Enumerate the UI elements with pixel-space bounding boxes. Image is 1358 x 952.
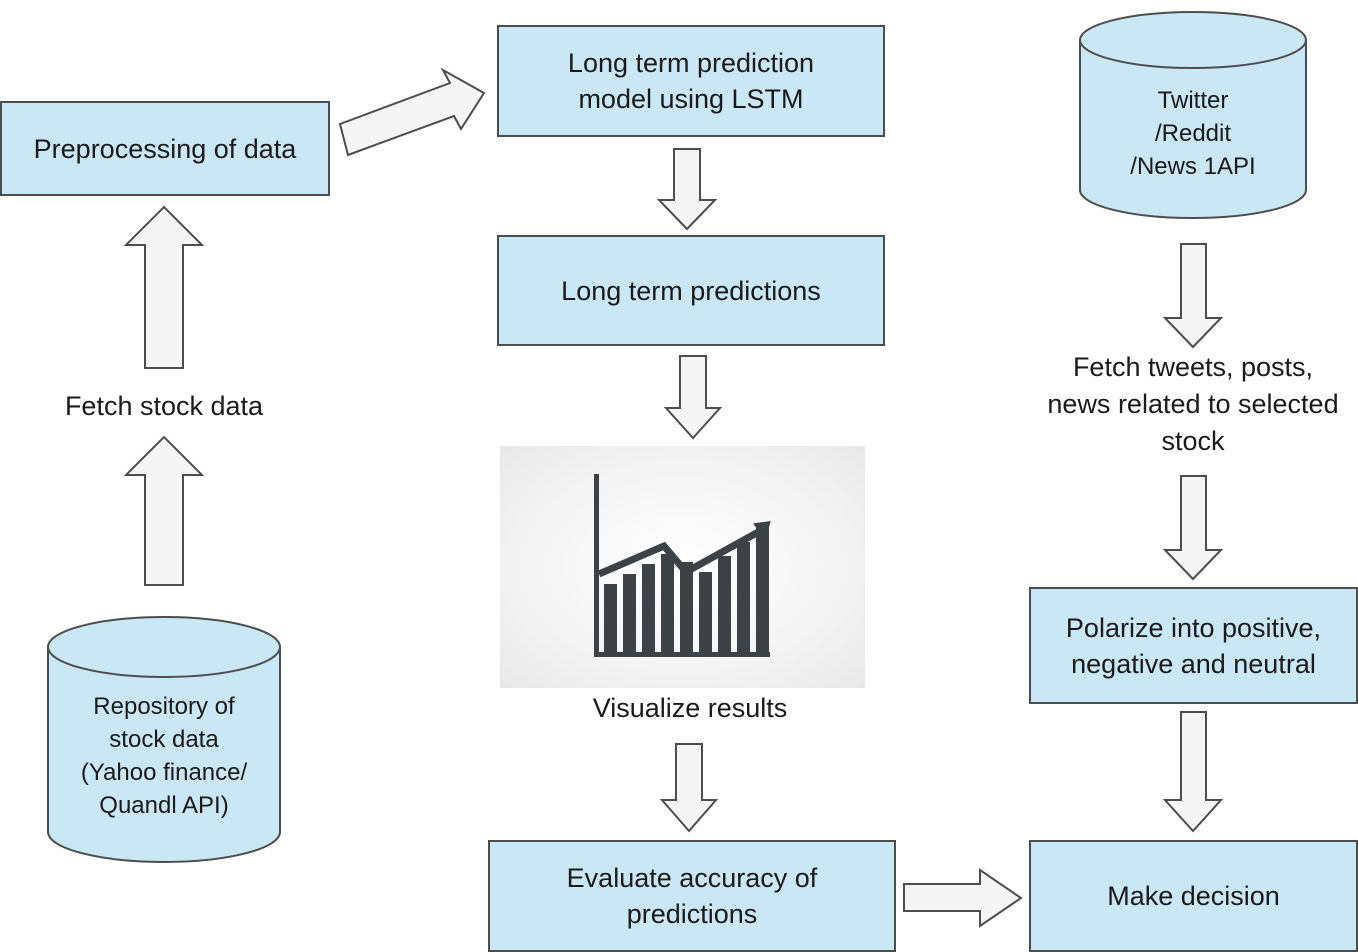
- lstm-model-node: Long term prediction model using LSTM: [497, 25, 885, 137]
- preprocessing-label: Preprocessing of data: [33, 133, 297, 164]
- fetch-stock-data-label: Fetch stock data: [64, 391, 264, 421]
- arrow-fetch-to-preprocessing: [123, 205, 205, 369]
- visualize-results-label: Visualize results: [592, 693, 788, 723]
- polarize-label: Polarize into positive, negative and neu…: [1065, 612, 1322, 679]
- preprocessing-node: Preprocessing of data: [0, 101, 330, 196]
- make-decision-label: Make decision: [1107, 881, 1280, 911]
- arrow-polarize-to-decision: [1162, 711, 1224, 833]
- visualize-results-image: [500, 446, 865, 688]
- long-term-predictions-node: Long term predictions: [497, 235, 885, 346]
- make-decision-node: Make decision: [1029, 840, 1358, 952]
- arrow-predictions-to-visualize: [663, 355, 723, 440]
- fetch-tweets-label: Fetch tweets, posts, news related to sel…: [1047, 352, 1339, 456]
- arrow-evaluate-to-decision: [903, 868, 1023, 928]
- arrow-social-to-fetch-tweets: [1162, 243, 1224, 349]
- social-sources-label: Twitter /Reddit /News 1API: [1130, 87, 1256, 180]
- repository-cylinder: [47, 616, 281, 863]
- lstm-model-label: Long term prediction model using LSTM: [567, 48, 815, 114]
- long-term-predictions-label: Long term predictions: [561, 275, 821, 306]
- arrow-repository-to-fetch: [123, 435, 205, 586]
- evaluate-accuracy-node: Evaluate accuracy of predictions: [488, 840, 896, 952]
- polarize-node: Polarize into positive, negative and neu…: [1029, 587, 1358, 704]
- social-sources-cylinder: [1079, 11, 1307, 219]
- bar-chart-trend-icon: [594, 474, 771, 657]
- evaluate-accuracy-label: Evaluate accuracy of predictions: [566, 863, 818, 929]
- arrow-fetch-tweets-to-polarize: [1162, 475, 1224, 581]
- arrow-visualize-to-evaluate: [659, 743, 719, 833]
- arrow-preprocessing-to-lstm: [338, 67, 486, 157]
- repository-label: Repository of stock data (Yahoo finance/…: [80, 693, 248, 819]
- arrow-lstm-to-predictions: [656, 148, 718, 231]
